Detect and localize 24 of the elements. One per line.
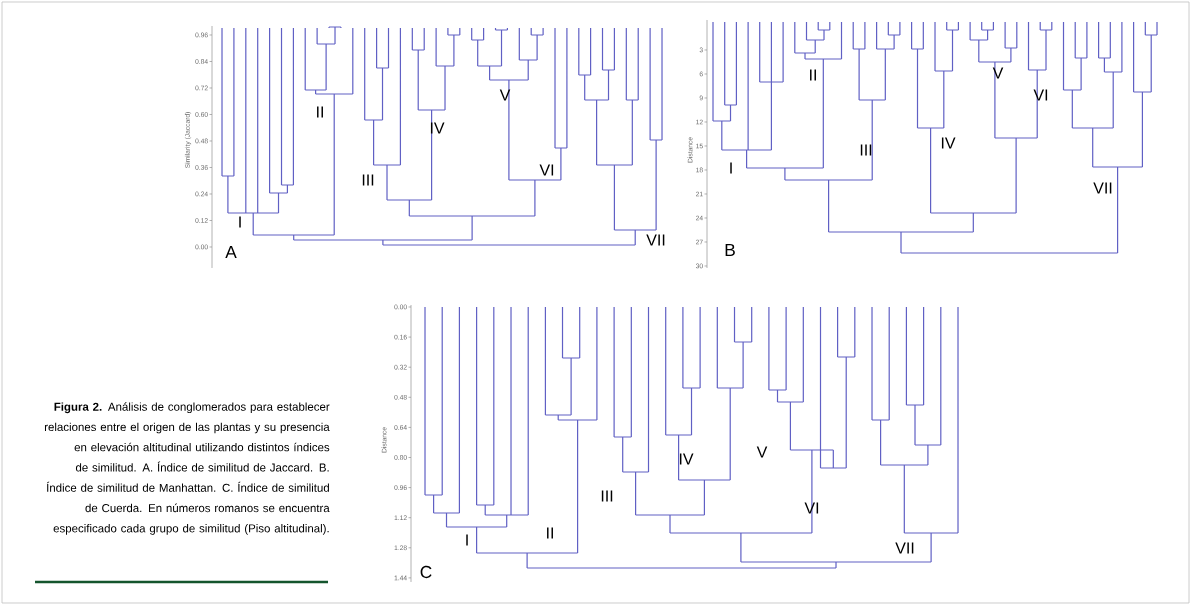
group-label: II <box>547 527 553 539</box>
group-label: I <box>239 216 241 228</box>
group-label: VI <box>1033 89 1048 101</box>
group-label: II <box>810 69 816 81</box>
group-label: VI <box>804 502 819 514</box>
group-label: III <box>601 490 613 502</box>
group-label: IV <box>941 137 956 149</box>
panel-label: C <box>420 565 432 579</box>
panel-label: A <box>225 246 237 258</box>
group-label: VII <box>1093 182 1112 194</box>
group-label: V <box>499 89 511 101</box>
group-label: III <box>860 144 872 156</box>
group-label: I <box>466 534 468 546</box>
group-label: IV <box>679 453 694 465</box>
group-label: VI <box>539 164 554 176</box>
caption-text: Figura 2. Análisis de conglomerados para establecer relaciones entre el origen de las plantas y su presencia en elevación altitudinal utilizando distintos índices de similitud. A. Índice de similitud de Jaccard. B. Índice de similitud de Manhattan. C. Índice de similitud de Cuerda. En números romanos se encuentra especificado cada grupo de similitud (Piso altitudinal). <box>44 402 330 535</box>
group-label: II <box>317 106 323 118</box>
panel-label: B <box>725 244 735 256</box>
group-label: VII <box>895 542 914 554</box>
group-label: V <box>992 67 1004 79</box>
group-label: VII <box>646 234 665 246</box>
group-label: III <box>362 174 374 186</box>
group-label: I <box>730 162 732 174</box>
group-label: V <box>756 446 768 458</box>
